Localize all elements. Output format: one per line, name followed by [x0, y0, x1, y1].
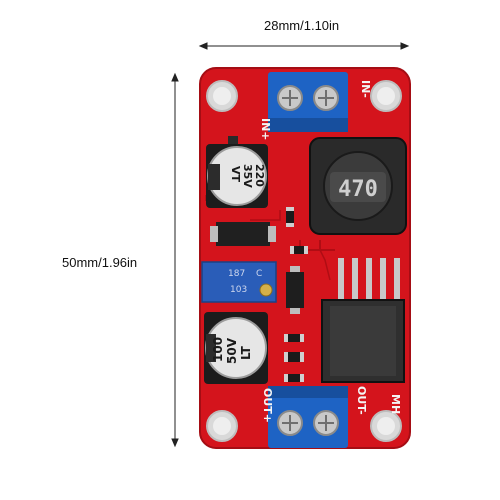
- capacitor-bottom-value: 100: [211, 337, 225, 362]
- trimmer-potentiometer: 187 C 103: [201, 261, 277, 303]
- smd-resistor-2: [290, 246, 308, 254]
- trimmer-marking-2: C: [256, 269, 262, 279]
- capacitor-bottom: 100 50V LT: [204, 312, 268, 384]
- smd-resistor-3: [284, 334, 304, 342]
- mounting-hole-bottom-left: [206, 410, 238, 442]
- diode-smd: [210, 222, 276, 246]
- width-dimension-arrow: [198, 42, 410, 50]
- mounting-hole-bottom-right: [370, 410, 402, 442]
- smd-resistor-5: [284, 374, 304, 382]
- brand-label: MH: [389, 394, 402, 414]
- capacitor-top: 220 35V VT: [206, 136, 268, 208]
- output-plus-label: OUT+: [261, 388, 274, 423]
- width-dimension-label: 28mm/1.10in: [264, 18, 340, 33]
- regulator-ic: [321, 258, 405, 383]
- sot-transistor: [286, 266, 304, 314]
- trimmer-marking-3: 103: [230, 285, 247, 295]
- output-minus-label: OUT-: [355, 386, 368, 415]
- input-plus-label: IN+: [259, 118, 272, 141]
- capacitor-bottom-series: LT: [239, 345, 253, 360]
- input-terminal-block: [268, 72, 348, 132]
- capacitor-top-series: VT: [229, 166, 242, 183]
- smd-resistor-4: [284, 352, 304, 362]
- mounting-hole-top-right: [370, 80, 402, 112]
- input-minus-label: IN-: [359, 80, 372, 98]
- trimmer-marking-1: 187: [228, 269, 245, 279]
- height-dimension-label: 50mm/1.96in: [62, 255, 138, 270]
- capacitor-top-voltage: 35V: [241, 164, 254, 188]
- height-dimension-arrow: [171, 72, 179, 448]
- mounting-hole-top-left: [206, 80, 238, 112]
- output-terminal-block: [268, 386, 348, 448]
- smd-resistor-1: [286, 207, 294, 227]
- capacitor-bottom-voltage: 50V: [225, 337, 239, 364]
- inductor-marking: 470: [338, 177, 378, 202]
- capacitor-top-value: 220: [253, 164, 266, 187]
- inductor: 470: [309, 137, 407, 235]
